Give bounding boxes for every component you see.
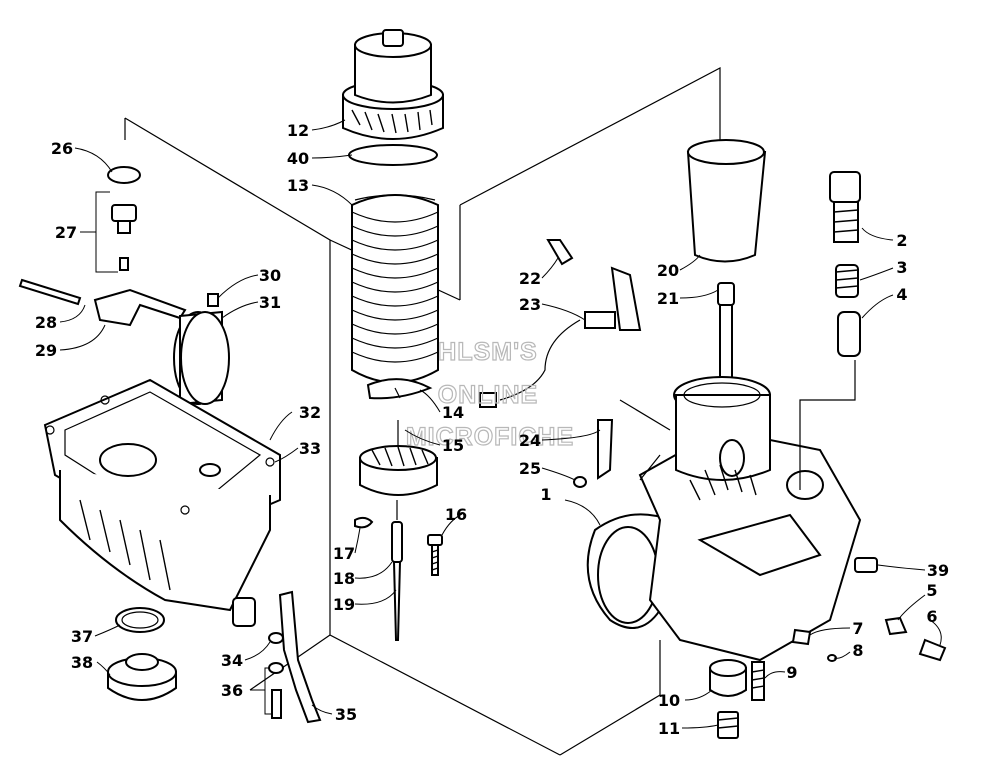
callout-35: 35 <box>335 705 357 724</box>
callout-36: 36 <box>221 681 243 700</box>
float-valve-parts-26-27 <box>107 166 141 271</box>
needle-jet-part-21 <box>717 282 735 386</box>
callout-1: 1 <box>540 485 551 504</box>
spring-part-13 <box>351 194 439 384</box>
callout-6: 6 <box>926 607 937 626</box>
callout-19: 19 <box>333 595 355 614</box>
callout-31: 31 <box>259 293 281 312</box>
watermark-line-2: ONLINE <box>438 381 538 409</box>
callout-27: 27 <box>55 223 77 242</box>
callout-17: 17 <box>333 544 355 563</box>
drain-parts-34-36 <box>268 590 322 724</box>
callout-28: 28 <box>35 313 57 332</box>
float-bowl-part-32 <box>43 378 281 627</box>
callout-14: 14 <box>442 403 464 422</box>
carburetor-body-part-1 <box>586 360 862 662</box>
drain-plug-parts-37-38 <box>107 607 177 701</box>
clip-part-14 <box>366 378 433 400</box>
callout-22: 22 <box>519 269 541 288</box>
callout-16: 16 <box>445 505 467 524</box>
gasket-part-33 <box>45 395 275 515</box>
callout-12: 12 <box>287 121 309 140</box>
callout-15: 15 <box>442 436 464 455</box>
callout-leaders <box>59 119 942 729</box>
callout-5: 5 <box>926 581 937 600</box>
callout-26: 26 <box>51 139 73 158</box>
callout-39: 39 <box>927 561 949 580</box>
callout-34: 34 <box>221 651 243 670</box>
callout-11: 11 <box>658 719 680 738</box>
assembly-guide-lines <box>124 67 721 756</box>
cable-parts-22-23 <box>479 239 642 408</box>
callout-9: 9 <box>786 663 797 682</box>
callout-40: 40 <box>287 149 309 168</box>
callout-33: 33 <box>299 439 321 458</box>
watermark-line-1: HLSM'S <box>438 338 537 366</box>
screw-parts-5-9 <box>751 557 947 701</box>
callout-2: 2 <box>896 231 907 250</box>
callout-10: 10 <box>658 691 680 710</box>
bracket-parts-24-25 <box>573 419 614 488</box>
callout-18: 18 <box>333 569 355 588</box>
throttle-slide-part-15 <box>359 420 438 496</box>
callout-24: 24 <box>519 431 541 450</box>
callout-3: 3 <box>896 258 907 277</box>
watermark: HLSM'S ONLINE MICROFICHE <box>405 337 574 451</box>
callout-13: 13 <box>287 176 309 195</box>
callout-30: 30 <box>259 266 281 285</box>
callout-29: 29 <box>35 341 57 360</box>
callout-7: 7 <box>852 619 863 638</box>
top-cap-part-12 <box>342 29 444 166</box>
screw-part-16 <box>427 534 443 576</box>
callout-37: 37 <box>71 627 93 646</box>
callout-20: 20 <box>657 261 679 280</box>
callout-25: 25 <box>519 459 541 478</box>
jet-needle-parts-17-19 <box>354 500 403 641</box>
callout-numbers: 1 2 3 4 5 6 7 8 9 10 11 12 13 14 15 16 1… <box>35 121 949 738</box>
watermark-line-3: MICROFICHE <box>406 423 574 451</box>
callout-21: 21 <box>657 289 679 308</box>
float-arm-parts-28-29 <box>18 278 187 327</box>
cap-part-20 <box>686 139 767 263</box>
callout-23: 23 <box>519 295 541 314</box>
callout-4: 4 <box>896 285 907 304</box>
jet-parts-10-11 <box>709 659 747 739</box>
callout-32: 32 <box>299 403 321 422</box>
fuel-fitting-parts-2-4 <box>829 171 861 357</box>
callout-38: 38 <box>71 653 93 672</box>
float-parts-30-31 <box>173 293 230 406</box>
callout-8: 8 <box>852 641 863 660</box>
